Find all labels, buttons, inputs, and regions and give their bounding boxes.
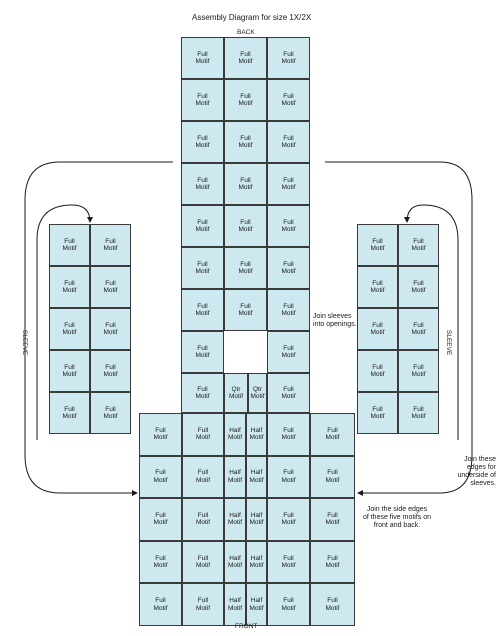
full-motif-cell: Full Motif (267, 37, 310, 79)
full-motif-cell: Full Motif (267, 247, 310, 289)
left-outer-join-arrow (24, 161, 173, 496)
full-motif-cell: Full Motif (357, 266, 398, 308)
full-motif-cell: Full Motif (224, 289, 267, 331)
full-motif-cell: Full Motif (49, 224, 90, 266)
full-motif-cell: Full Motif (182, 540, 224, 584)
full-motif-cell: Full Motif (181, 37, 224, 79)
full-motif-cell: Full Motif (90, 224, 131, 266)
left-inner-join-arrow (36, 204, 93, 440)
full-motif-cell: Full Motif (224, 247, 267, 289)
full-motif-cell: Full Motif (139, 583, 182, 626)
qtr-motif-cell: Qtr Motif (248, 373, 267, 413)
half-motif-cell: Half Motif (224, 540, 246, 584)
full-motif-cell: Full Motif (182, 413, 224, 456)
half-motif-cell: Half Motif (246, 413, 267, 456)
full-motif-cell: Full Motif (267, 413, 310, 456)
full-motif-cell: Full Motif (267, 455, 310, 499)
full-motif-cell: Full Motif (182, 498, 224, 541)
full-motif-cell: Full Motif (224, 121, 267, 163)
full-motif-cell: Full Motif (398, 308, 439, 350)
half-motif-cell: Half Motif (246, 583, 267, 626)
full-motif-cell: Full Motif (181, 247, 224, 289)
full-motif-cell: Full Motif (398, 392, 439, 434)
full-motif-cell: Full Motif (181, 121, 224, 163)
full-motif-cell: Full Motif (310, 413, 355, 456)
half-motif-cell: Half Motif (246, 540, 267, 584)
full-motif-cell: Full Motif (181, 205, 224, 247)
full-motif-cell: Full Motif (310, 583, 355, 626)
sleeve-left-label: SLEEVE (21, 330, 28, 356)
half-motif-cell: Half Motif (246, 455, 267, 499)
full-motif-cell: Full Motif (139, 413, 182, 456)
full-motif-cell: Full Motif (139, 455, 182, 499)
full-motif-cell: Full Motif (357, 224, 398, 266)
join-side-edges-note: Join the side edges of these five motifs… (362, 506, 432, 529)
full-motif-cell: Full Motif (267, 205, 310, 247)
full-motif-cell: Full Motif (267, 121, 310, 163)
full-motif-cell: Full Motif (90, 392, 131, 434)
join-sleeves-note: Join sleeves into openings. (313, 313, 357, 328)
full-motif-cell: Full Motif (398, 224, 439, 266)
full-motif-cell: Full Motif (224, 79, 267, 121)
full-motif-cell: Full Motif (267, 331, 310, 373)
full-motif-cell: Full Motif (90, 266, 131, 308)
full-motif-cell: Full Motif (224, 37, 267, 79)
full-motif-cell: Full Motif (267, 583, 310, 626)
full-motif-cell: Full Motif (267, 163, 310, 205)
front-label: FRONT (235, 623, 258, 630)
full-motif-cell: Full Motif (310, 540, 355, 584)
full-motif-cell: Full Motif (90, 308, 131, 350)
full-motif-cell: Full Motif (224, 163, 267, 205)
full-motif-cell: Full Motif (267, 79, 310, 121)
full-motif-cell: Full Motif (182, 583, 224, 626)
join-underside-note: Join these edges for underside of sleeve… (457, 456, 496, 487)
qtr-motif-cell: Qtr Motif (224, 373, 248, 413)
full-motif-cell: Full Motif (49, 266, 90, 308)
full-motif-cell: Full Motif (267, 289, 310, 331)
full-motif-cell: Full Motif (310, 498, 355, 541)
half-motif-cell: Half Motif (224, 455, 246, 499)
full-motif-cell: Full Motif (181, 79, 224, 121)
full-motif-cell: Full Motif (49, 350, 90, 392)
right-inner-join-arrow (404, 204, 459, 440)
full-motif-cell: Full Motif (267, 373, 310, 413)
full-motif-cell: Full Motif (224, 205, 267, 247)
full-motif-cell: Full Motif (181, 163, 224, 205)
full-motif-cell: Full Motif (181, 331, 224, 373)
full-motif-cell: Full Motif (267, 540, 310, 584)
full-motif-cell: Full Motif (182, 455, 224, 499)
full-motif-cell: Full Motif (357, 308, 398, 350)
half-motif-cell: Half Motif (224, 413, 246, 456)
full-motif-cell: Full Motif (398, 350, 439, 392)
full-motif-cell: Full Motif (398, 266, 439, 308)
full-motif-cell: Full Motif (49, 392, 90, 434)
back-label: BACK (237, 29, 255, 36)
full-motif-cell: Full Motif (181, 289, 224, 331)
full-motif-cell: Full Motif (357, 350, 398, 392)
full-motif-cell: Full Motif (49, 308, 90, 350)
full-motif-cell: Full Motif (267, 498, 310, 541)
full-motif-cell: Full Motif (139, 498, 182, 541)
half-motif-cell: Half Motif (224, 498, 246, 541)
half-motif-cell: Half Motif (246, 498, 267, 541)
right-outer-join-arrow (325, 161, 473, 496)
full-motif-cell: Full Motif (310, 455, 355, 499)
full-motif-cell: Full Motif (181, 373, 224, 413)
sleeve-right-label: SLEEVE (445, 330, 452, 356)
full-motif-cell: Full Motif (90, 350, 131, 392)
full-motif-cell: Full Motif (357, 392, 398, 434)
diagram-title: Assembly Diagram for size 1X/2X (192, 13, 312, 22)
full-motif-cell: Full Motif (139, 540, 182, 584)
half-motif-cell: Half Motif (224, 583, 246, 626)
